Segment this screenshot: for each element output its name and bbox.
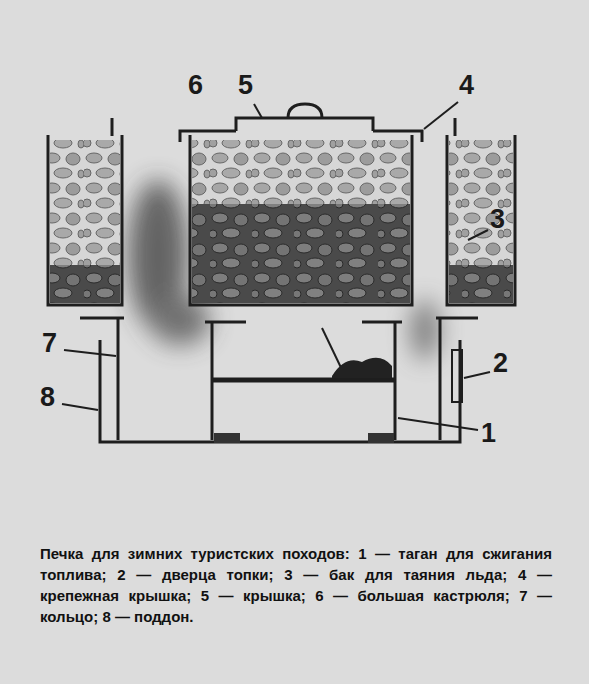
callout-number: 8 bbox=[40, 384, 55, 411]
water bbox=[449, 265, 513, 303]
tank-lip bbox=[454, 118, 457, 136]
trivet-plate bbox=[212, 378, 395, 383]
ice bbox=[192, 140, 410, 204]
bolts bbox=[214, 433, 394, 443]
callout-number: 4 bbox=[459, 72, 474, 99]
lid-handle bbox=[288, 104, 322, 118]
water bbox=[50, 265, 120, 303]
fuel bbox=[332, 358, 392, 378]
callout-number: 3 bbox=[490, 206, 505, 233]
ring bbox=[80, 318, 124, 440]
ice bbox=[50, 140, 120, 265]
lid bbox=[236, 118, 373, 131]
callout-number: 2 bbox=[493, 350, 508, 377]
leader-lines bbox=[62, 102, 490, 430]
callout-number: 1 bbox=[481, 420, 496, 447]
callout-number: 6 bbox=[188, 72, 203, 99]
callout-number: 7 bbox=[42, 330, 57, 357]
water bbox=[192, 204, 410, 303]
trivet-flange bbox=[205, 321, 402, 324]
ring bbox=[436, 318, 478, 440]
caption: Печка для зимних туристских походов: 1 —… bbox=[40, 543, 552, 627]
pallet bbox=[100, 340, 460, 442]
callout-number: 5 bbox=[238, 72, 253, 99]
trivet bbox=[212, 322, 395, 440]
ice bbox=[449, 140, 513, 265]
melting-tank bbox=[447, 135, 515, 305]
melting-tank bbox=[48, 135, 122, 305]
fire-door bbox=[452, 350, 462, 402]
tank-lip bbox=[111, 118, 114, 136]
clamp-lid bbox=[180, 131, 422, 142]
large-pot bbox=[190, 135, 412, 305]
smoke bbox=[128, 180, 439, 360]
